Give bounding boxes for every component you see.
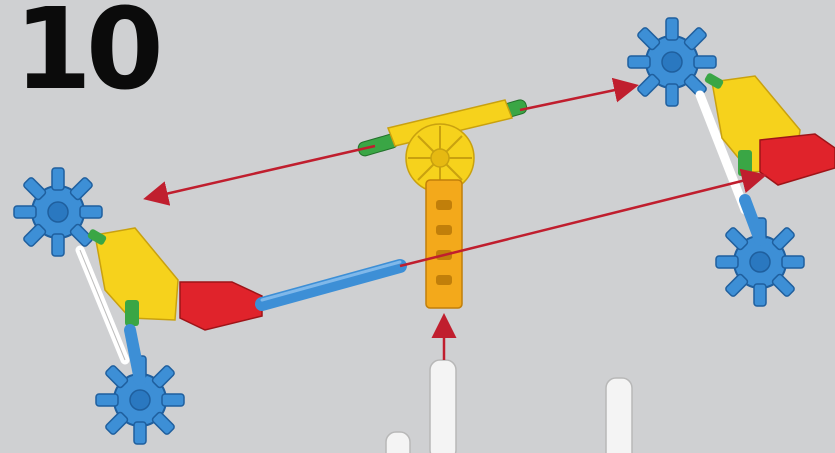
- left-red-connector: [180, 282, 262, 330]
- left-top-wheel: [14, 168, 102, 256]
- arrow-to-right-wheel: [520, 86, 634, 110]
- blue-rod: [262, 266, 400, 304]
- white-rods: [386, 360, 632, 453]
- center-orange-rod: [426, 180, 462, 308]
- arrow-to-left-wheel: [148, 146, 375, 198]
- white-rod-left: [386, 432, 410, 453]
- right-wheel-assembly: [628, 18, 835, 306]
- left-wheel-assembly: [14, 168, 400, 444]
- white-rod-right: [606, 378, 632, 453]
- right-red-connector: [760, 134, 835, 185]
- white-rod-center: [430, 360, 456, 453]
